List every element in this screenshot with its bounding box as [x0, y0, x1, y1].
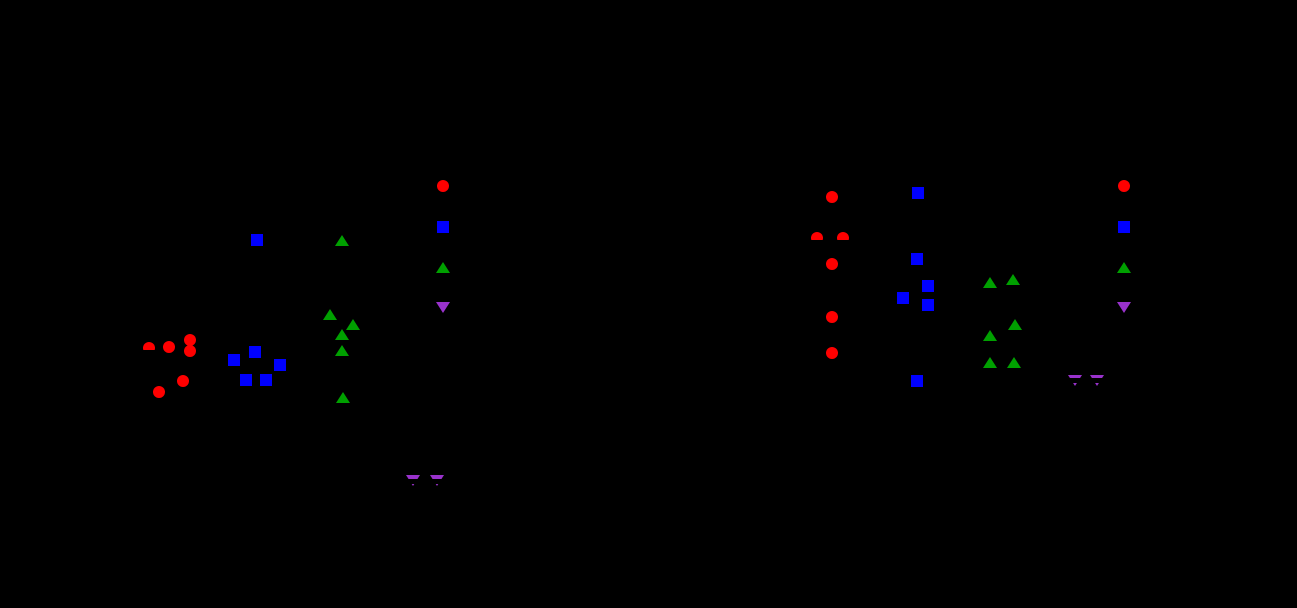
right-legend-circle-marker — [1118, 180, 1130, 192]
right-legend-square-marker — [1118, 221, 1130, 233]
left-red-circle-series-point — [184, 345, 196, 357]
left-legend-circle-marker — [437, 180, 449, 192]
left-black-line-overlay — [403, 479, 447, 484]
left-green-triangle-up-series-point — [323, 309, 337, 320]
left-green-triangle-up-series-point — [336, 392, 350, 403]
right-green-triangle-up-series-point — [1007, 357, 1021, 368]
left-blue-square-series-point — [274, 359, 286, 371]
right-legend-triangle-down-marker — [1117, 302, 1131, 313]
left-red-circle-series-point — [177, 375, 189, 387]
left-blue-square-series-point — [240, 374, 252, 386]
right-blue-square-series-point — [911, 375, 923, 387]
left-green-triangle-up-series-point — [335, 235, 349, 246]
left-green-triangle-up-series-point — [346, 319, 360, 330]
right-green-triangle-up-series-point — [983, 357, 997, 368]
right-green-triangle-up-series-point — [1008, 319, 1022, 330]
right-blue-square-series-point — [922, 299, 934, 311]
left-blue-square-series-point — [249, 346, 261, 358]
left-green-triangle-up-series-point — [335, 345, 349, 356]
left-blue-square-series-point — [228, 354, 240, 366]
right-red-circle-series-point — [826, 258, 838, 270]
left-legend-square-marker — [437, 221, 449, 233]
right-red-circle-series-point — [826, 191, 838, 203]
left-red-circle-series-point — [163, 341, 175, 353]
right-green-triangle-up-series-point — [983, 277, 997, 288]
right-red-circle-series-point — [826, 347, 838, 359]
left-red-circle-series-point — [153, 386, 165, 398]
right-blue-square-series-point — [897, 292, 909, 304]
left-green-triangle-up-series-point — [335, 329, 349, 340]
left-red-circle-series-point — [184, 334, 196, 346]
right-blue-square-series-point — [911, 253, 923, 265]
left-black-line-overlay — [141, 350, 158, 356]
right-black-line-overlay — [1066, 378, 1107, 383]
left-blue-square-series-point — [260, 374, 272, 386]
left-legend-triangle-up-marker — [436, 262, 450, 273]
left-blue-square-series-point — [251, 234, 263, 246]
right-red-circle-series-point — [826, 311, 838, 323]
left-legend-triangle-down-marker — [436, 302, 450, 313]
right-legend-triangle-up-marker — [1117, 262, 1131, 273]
right-green-triangle-up-series-point — [1006, 274, 1020, 285]
right-blue-square-series-point — [912, 187, 924, 199]
right-blue-square-series-point — [922, 280, 934, 292]
right-black-line-overlay — [808, 240, 854, 246]
right-green-triangle-up-series-point — [983, 330, 997, 341]
